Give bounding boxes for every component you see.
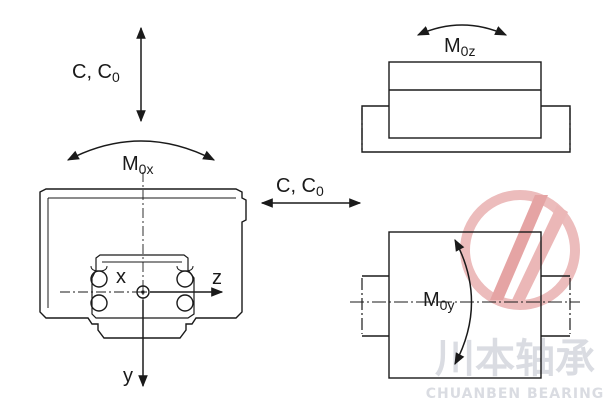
moment-y-arc bbox=[454, 238, 473, 366]
moment-x-arc bbox=[66, 140, 216, 161]
watermark-logo-slash bbox=[490, 195, 548, 300]
carriage-front-view bbox=[39, 188, 247, 339]
axis-x-label: x bbox=[116, 266, 126, 288]
axis-z-label: z bbox=[212, 267, 222, 289]
watermark-brand-en: CHUANBEN BEARING bbox=[426, 386, 603, 401]
moment-z-arc bbox=[416, 24, 508, 36]
carriage-top-view bbox=[361, 61, 571, 153]
horizontal-load-label: C, C0 bbox=[276, 175, 324, 199]
watermark: 川本轴承 CHUANBEN BEARING bbox=[426, 190, 603, 401]
watermark-brand-cn: 川本轴承 bbox=[435, 336, 595, 382]
vertical-load-label: C, C0 bbox=[72, 61, 120, 85]
axis-y-label: y bbox=[123, 365, 133, 387]
moment-x-label: M0x bbox=[122, 153, 153, 177]
carriage-side-view bbox=[362, 231, 570, 379]
origin-dot bbox=[141, 290, 145, 294]
moment-z-label: M0z bbox=[444, 35, 475, 59]
moment-y-label: M0y bbox=[423, 289, 454, 313]
watermark-logo-ring bbox=[460, 190, 580, 310]
